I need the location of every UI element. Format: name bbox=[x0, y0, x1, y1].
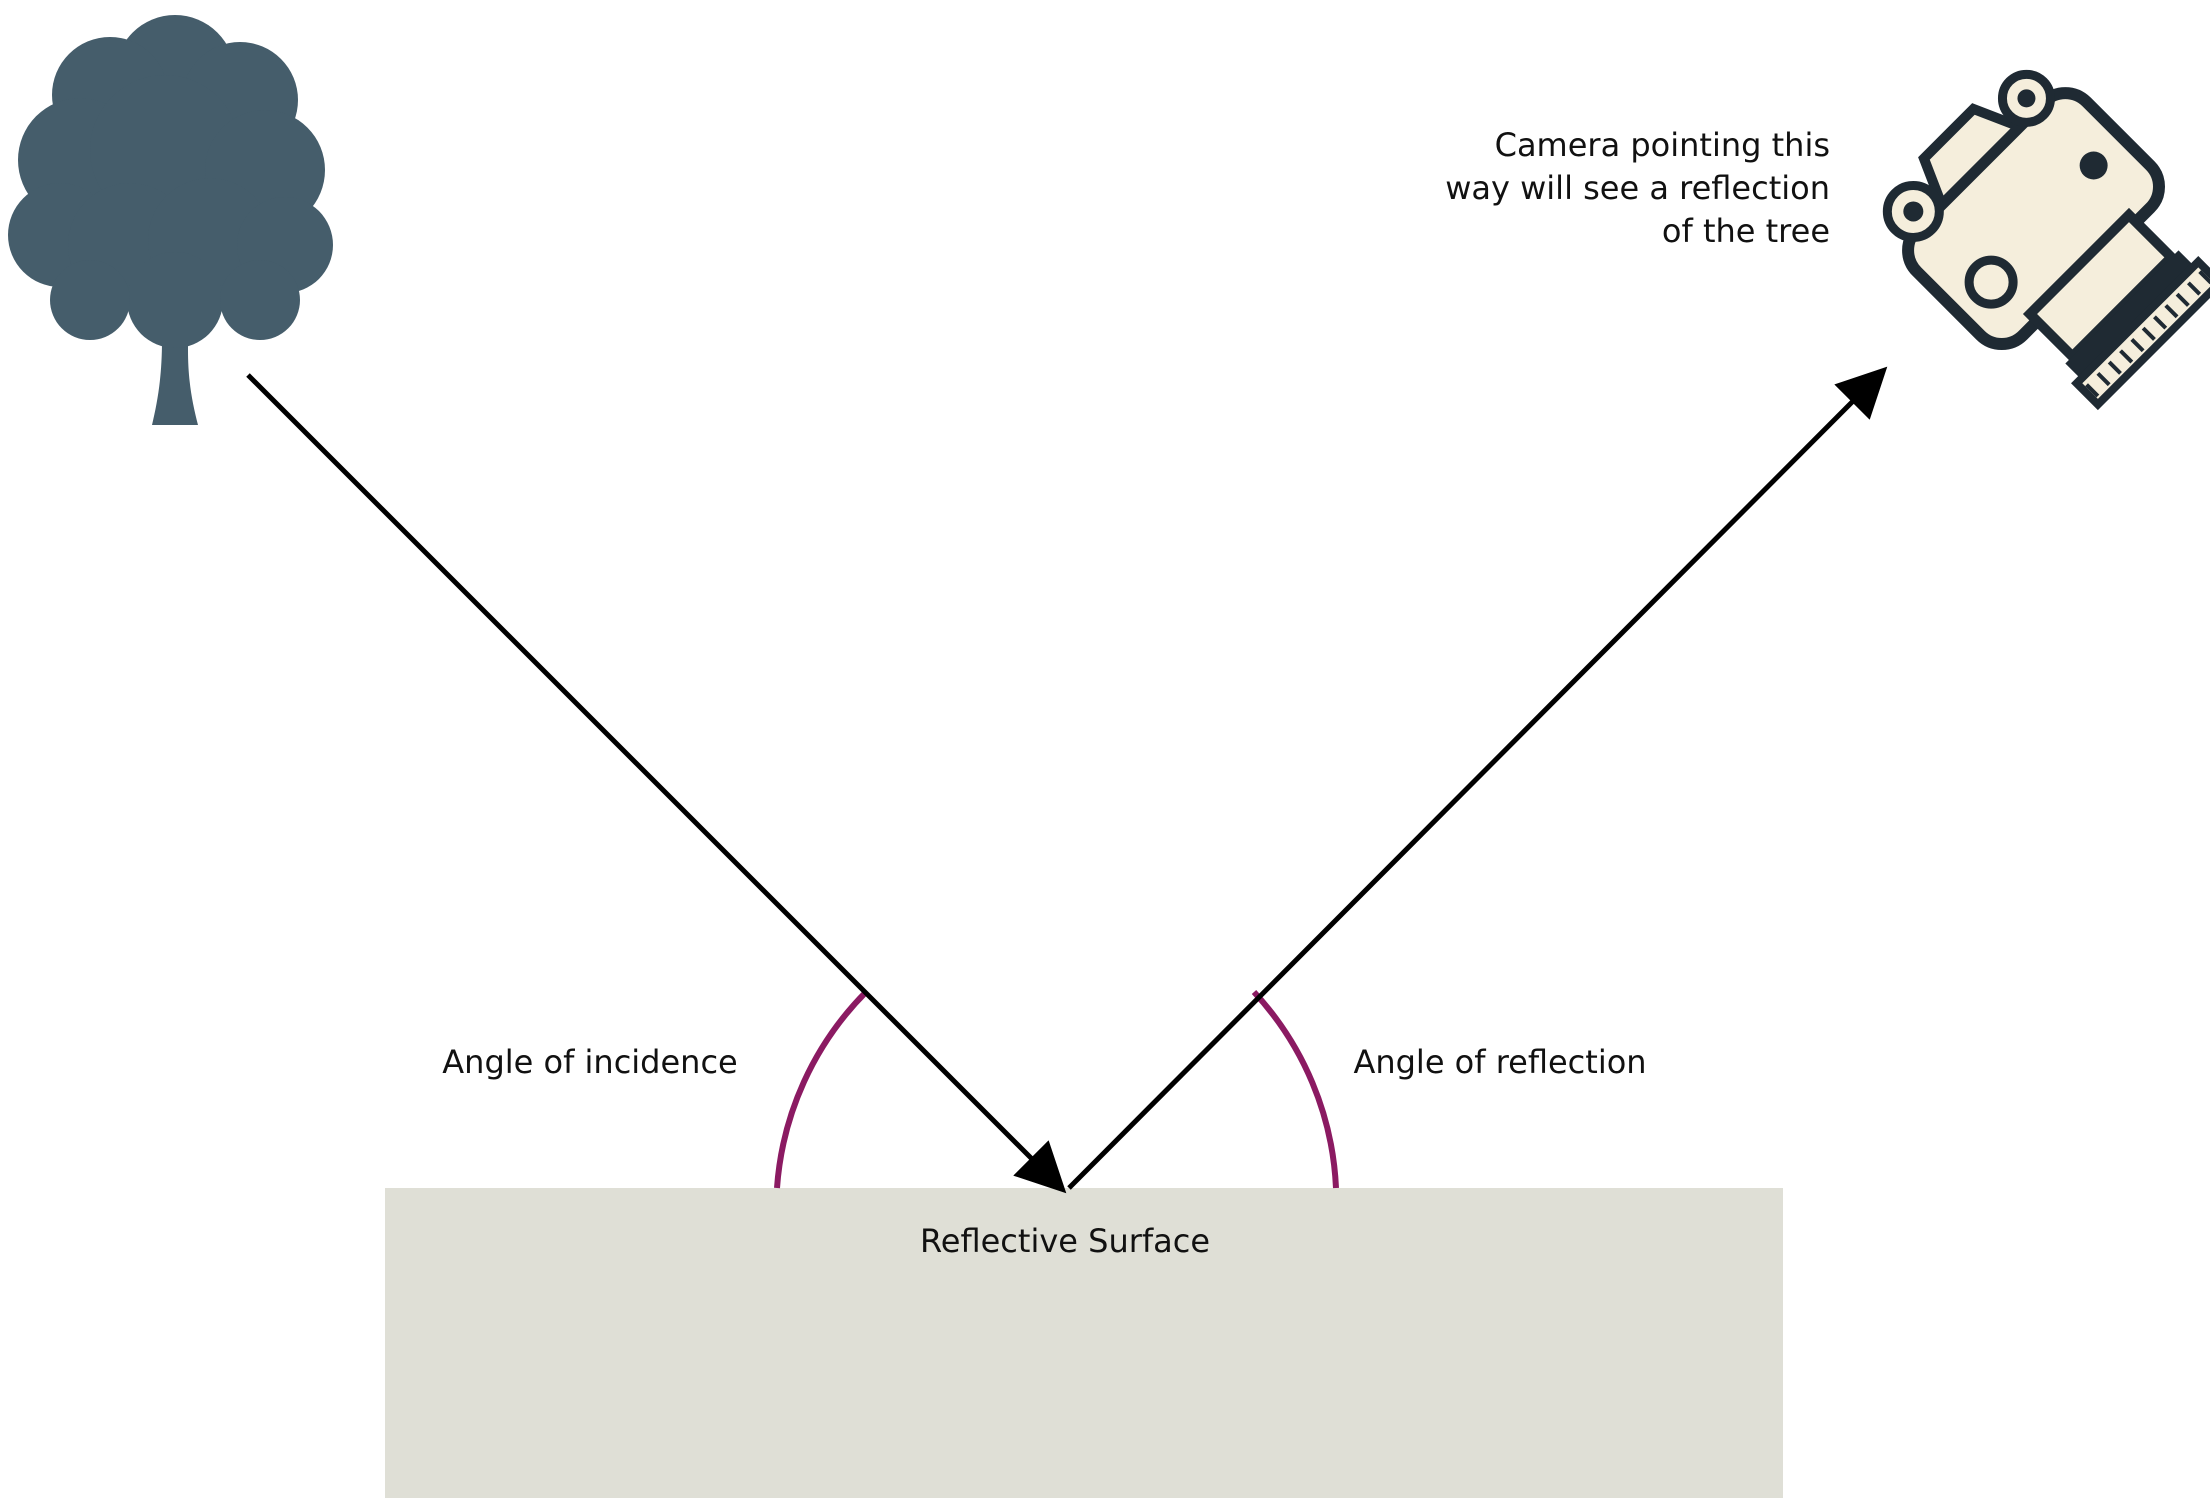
reflection-angle-arc bbox=[1251, 989, 1339, 1189]
camera-note-line1: Camera pointing this bbox=[1495, 126, 1830, 164]
camera-note-line2: way will see a reflection bbox=[1445, 169, 1830, 207]
camera-note-line3: of the tree bbox=[1662, 212, 1830, 250]
reflection-label: Angle of reflection bbox=[1353, 1043, 1646, 1081]
incident-ray bbox=[246, 373, 1067, 1194]
surface-label: Reflective Surface bbox=[920, 1222, 1210, 1260]
incidence-angle-arc bbox=[774, 989, 869, 1189]
tree-icon bbox=[8, 15, 333, 425]
incidence-label: Angle of incidence bbox=[442, 1043, 737, 1081]
camera-icon bbox=[1882, 69, 2210, 411]
reflected-ray bbox=[1067, 366, 1888, 1190]
reflective-surface bbox=[385, 1188, 1783, 1498]
